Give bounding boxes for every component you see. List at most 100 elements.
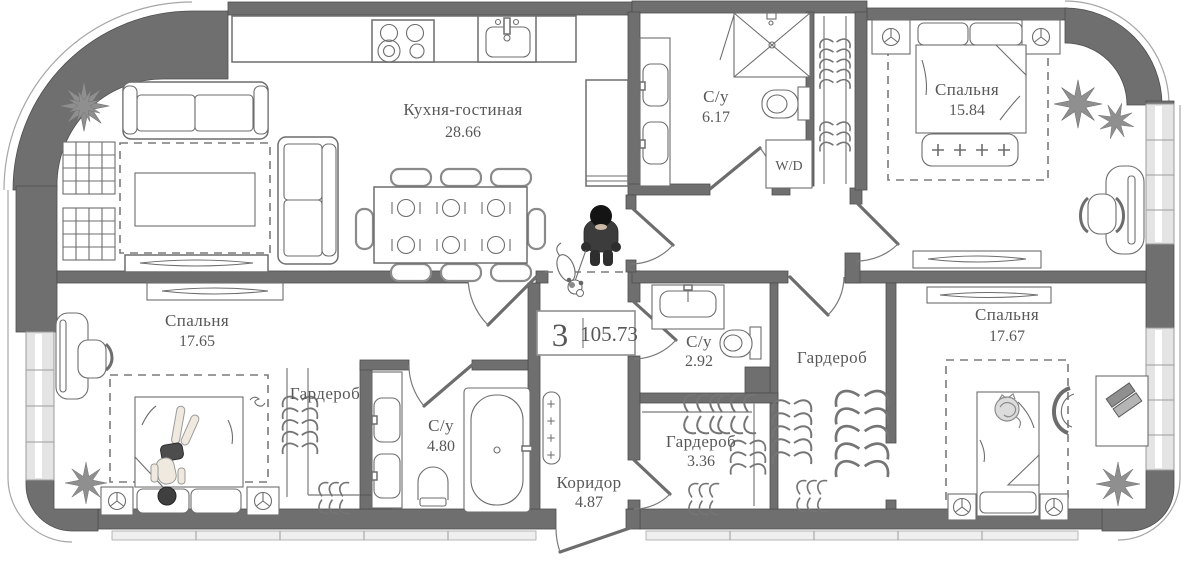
- shelving-unit: [62, 141, 116, 195]
- shower-icon: [719, 12, 811, 78]
- svg-text:Спальня: Спальня: [975, 305, 1039, 324]
- place-settings: [391, 198, 511, 255]
- svg-text:2.92: 2.92: [685, 353, 713, 370]
- room-label-corridor: Коридор 4.87: [556, 473, 621, 511]
- bathroom2-fixtures: [651, 284, 762, 360]
- kitchen-living-furniture: [62, 15, 629, 283]
- bench: [921, 133, 1019, 167]
- door-wardrobe-right: [788, 275, 845, 317]
- lamp-icon: [1044, 497, 1064, 517]
- window-sill-bottom-left: [111, 530, 537, 541]
- dining-set: [354, 167, 547, 283]
- wall-topleft-curve: [12, 10, 229, 191]
- svg-text:Коридор: Коридор: [556, 473, 621, 492]
- wardrobe-middle-furniture: [642, 393, 767, 516]
- toilet-icon: [417, 466, 449, 507]
- duct-shaft: [744, 366, 771, 394]
- console-table: [912, 250, 1042, 269]
- closet-strip: [819, 16, 851, 184]
- window-left: [25, 331, 55, 481]
- standing-person: [581, 205, 621, 266]
- wardrobe-left-furniture: [281, 368, 360, 515]
- bedroom2-furniture: [55, 282, 284, 516]
- kitchen-sink-icon: [477, 15, 537, 63]
- sink-icon: [642, 63, 669, 107]
- bedroom1-furniture: [871, 19, 1145, 269]
- sofa: [122, 81, 269, 140]
- dog: [556, 242, 587, 297]
- room-label-wardrobe-left: Гардероб: [290, 384, 360, 403]
- wall-top-middle: [631, 0, 868, 14]
- door-bath1: [708, 146, 776, 191]
- svg-text:С/у: С/у: [428, 416, 454, 435]
- room-label-bedroom-top-right: Спальня 15.84: [935, 80, 999, 119]
- wall-bedroom3-left: [885, 282, 897, 444]
- desk-chair: [1079, 165, 1145, 255]
- svg-text:6.17: 6.17: [702, 109, 730, 126]
- stove-icon: [371, 19, 435, 63]
- slippers: [249, 396, 266, 407]
- bathtub-icon: [463, 387, 533, 513]
- room-label-kitchen-living: Кухня-гостиная 28.66: [403, 100, 522, 141]
- wall-top-kitchen: [227, 1, 633, 16]
- cat: [994, 393, 1022, 429]
- living-rug: [119, 142, 271, 254]
- walls: [12, 0, 1175, 532]
- lamp-icon: [253, 491, 273, 511]
- wall-bath3-left: [359, 361, 373, 510]
- shelving-unit-2: [62, 207, 116, 261]
- wall-bath1-left: [627, 11, 641, 187]
- wardrobe-right-furniture: [771, 389, 890, 513]
- lamp-icon: [1031, 27, 1051, 47]
- svg-text:Гардероб: Гардероб: [666, 432, 736, 451]
- console-table: [926, 286, 1052, 304]
- wall-mid-top-b: [844, 270, 1147, 284]
- bathroom1-fixtures: [639, 12, 851, 189]
- room-label-bathroom-middle: С/у 2.92: [685, 332, 713, 370]
- toilet-icon: [719, 326, 762, 360]
- window-sill-bottom-right: [645, 530, 1079, 541]
- svg-text:Спальня: Спальня: [165, 311, 229, 330]
- plan-badge: 3 105.73: [536, 310, 638, 356]
- window-right-bottom: [1145, 327, 1175, 471]
- towel-radiator: [542, 391, 561, 465]
- room-label-bedroom-bottom-right: Спальня 17.67: [975, 305, 1039, 345]
- room-label-wardrobe-middle: Гардероб 3.36: [666, 432, 736, 470]
- room-label-bathroom-bottom: С/у 4.80: [427, 416, 455, 455]
- svg-text:17.65: 17.65: [179, 333, 215, 350]
- bathroom3-fixtures: [371, 371, 561, 513]
- svg-text:С/у: С/у: [686, 332, 712, 351]
- console-table: [146, 282, 284, 301]
- door-bedroom1: [854, 200, 900, 262]
- svg-text:Спальня: Спальня: [935, 80, 999, 99]
- door-kitchen-hall: [629, 205, 675, 265]
- room-labels: Кухня-гостиная 28.66 С/у 6.17 W/D Спальн…: [165, 80, 1039, 511]
- sink-icon: [373, 397, 401, 443]
- wall-top-right: [866, 7, 1068, 21]
- bedroom3-furniture: [926, 286, 1149, 521]
- wall-mid-top-a: [631, 270, 789, 284]
- wall-bottomright-corner: [1101, 469, 1175, 532]
- washer-dryer: [765, 139, 813, 189]
- desk-with-laptop: [1052, 375, 1149, 447]
- bedroom1-rug: [887, 49, 1049, 181]
- windows: [25, 103, 1175, 541]
- room-label-wardrobe-right: Гардероб: [797, 348, 867, 367]
- sofa-2: [277, 136, 339, 265]
- person-on-bed: [150, 405, 200, 506]
- lamp-icon: [107, 491, 127, 511]
- lamp-icon: [881, 27, 901, 47]
- wall-bottomleft-corner: [25, 479, 99, 532]
- door-bedroom2: [467, 275, 538, 327]
- wall-right-pier: [1145, 243, 1175, 331]
- lamp-icon: [952, 497, 972, 517]
- wall-closet-strip-right: [854, 11, 868, 191]
- rooms-count: 3: [552, 318, 569, 354]
- wall-corridor-right-b: [627, 355, 641, 461]
- svg-text:4.87: 4.87: [575, 494, 603, 511]
- facade-contours: [3, 0, 1181, 543]
- plant-icon: [1095, 461, 1141, 507]
- toilet-icon: [761, 86, 811, 121]
- desk-chair: [55, 312, 114, 400]
